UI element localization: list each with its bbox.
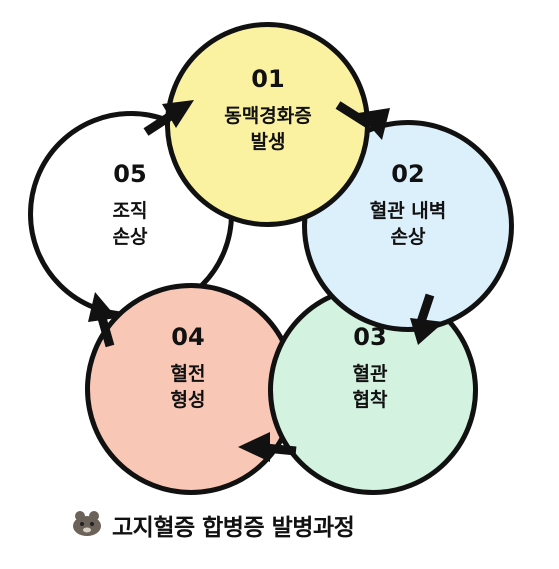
step-01-label: 01 동맥경화증 발생 — [188, 65, 348, 155]
step-03-line1: 혈관 — [352, 363, 388, 385]
step-04-number: 04 — [171, 323, 205, 351]
arrow-02-to-03 — [410, 293, 444, 345]
step-03-number: 03 — [353, 323, 387, 351]
step-04-circle — [85, 283, 297, 495]
step-02-line1: 혈관 내벽 — [369, 200, 447, 222]
step-03-label: 03 혈관 협착 — [290, 323, 450, 413]
step-02-number: 02 — [391, 160, 425, 188]
step-04-label: 04 혈전 형성 — [108, 323, 268, 413]
step-05-number: 05 — [113, 160, 147, 188]
step-01-text: 동맥경화증 발생 — [188, 103, 348, 155]
step-02-text: 혈관 내벽 손상 — [328, 198, 488, 250]
animal-mascot-icon — [70, 508, 104, 542]
arrow-01-to-02 — [335, 101, 390, 140]
step-04-text: 혈전 형성 — [108, 361, 268, 413]
step-01-circle — [165, 22, 370, 227]
step-05-label: 05 조직 손상 — [50, 160, 210, 250]
step-03-line2: 협착 — [352, 389, 388, 411]
step-03-text: 혈관 협착 — [290, 361, 450, 413]
arrow-03-to-04 — [238, 432, 297, 462]
step-05-text: 조직 손상 — [50, 198, 210, 250]
step-01-line2: 발생 — [250, 131, 286, 153]
step-04-line1: 혈전 — [170, 363, 206, 385]
diagram-caption: 고지혈증 합병증 발병과정 — [70, 505, 355, 545]
step-04-line2: 형성 — [170, 389, 206, 411]
step-01-line1: 동맥경화증 — [224, 105, 312, 127]
caption-text: 고지혈증 합병증 발병과정 — [112, 515, 355, 541]
step-01-number: 01 — [251, 65, 285, 93]
arrow-05-to-01 — [143, 100, 194, 136]
step-02-label: 02 혈관 내벽 손상 — [328, 160, 488, 250]
step-05-line2: 손상 — [112, 226, 148, 248]
step-02-line2: 손상 — [390, 226, 426, 248]
arrow-04-to-05 — [88, 292, 117, 348]
step-05-line1: 조직 — [112, 200, 148, 222]
